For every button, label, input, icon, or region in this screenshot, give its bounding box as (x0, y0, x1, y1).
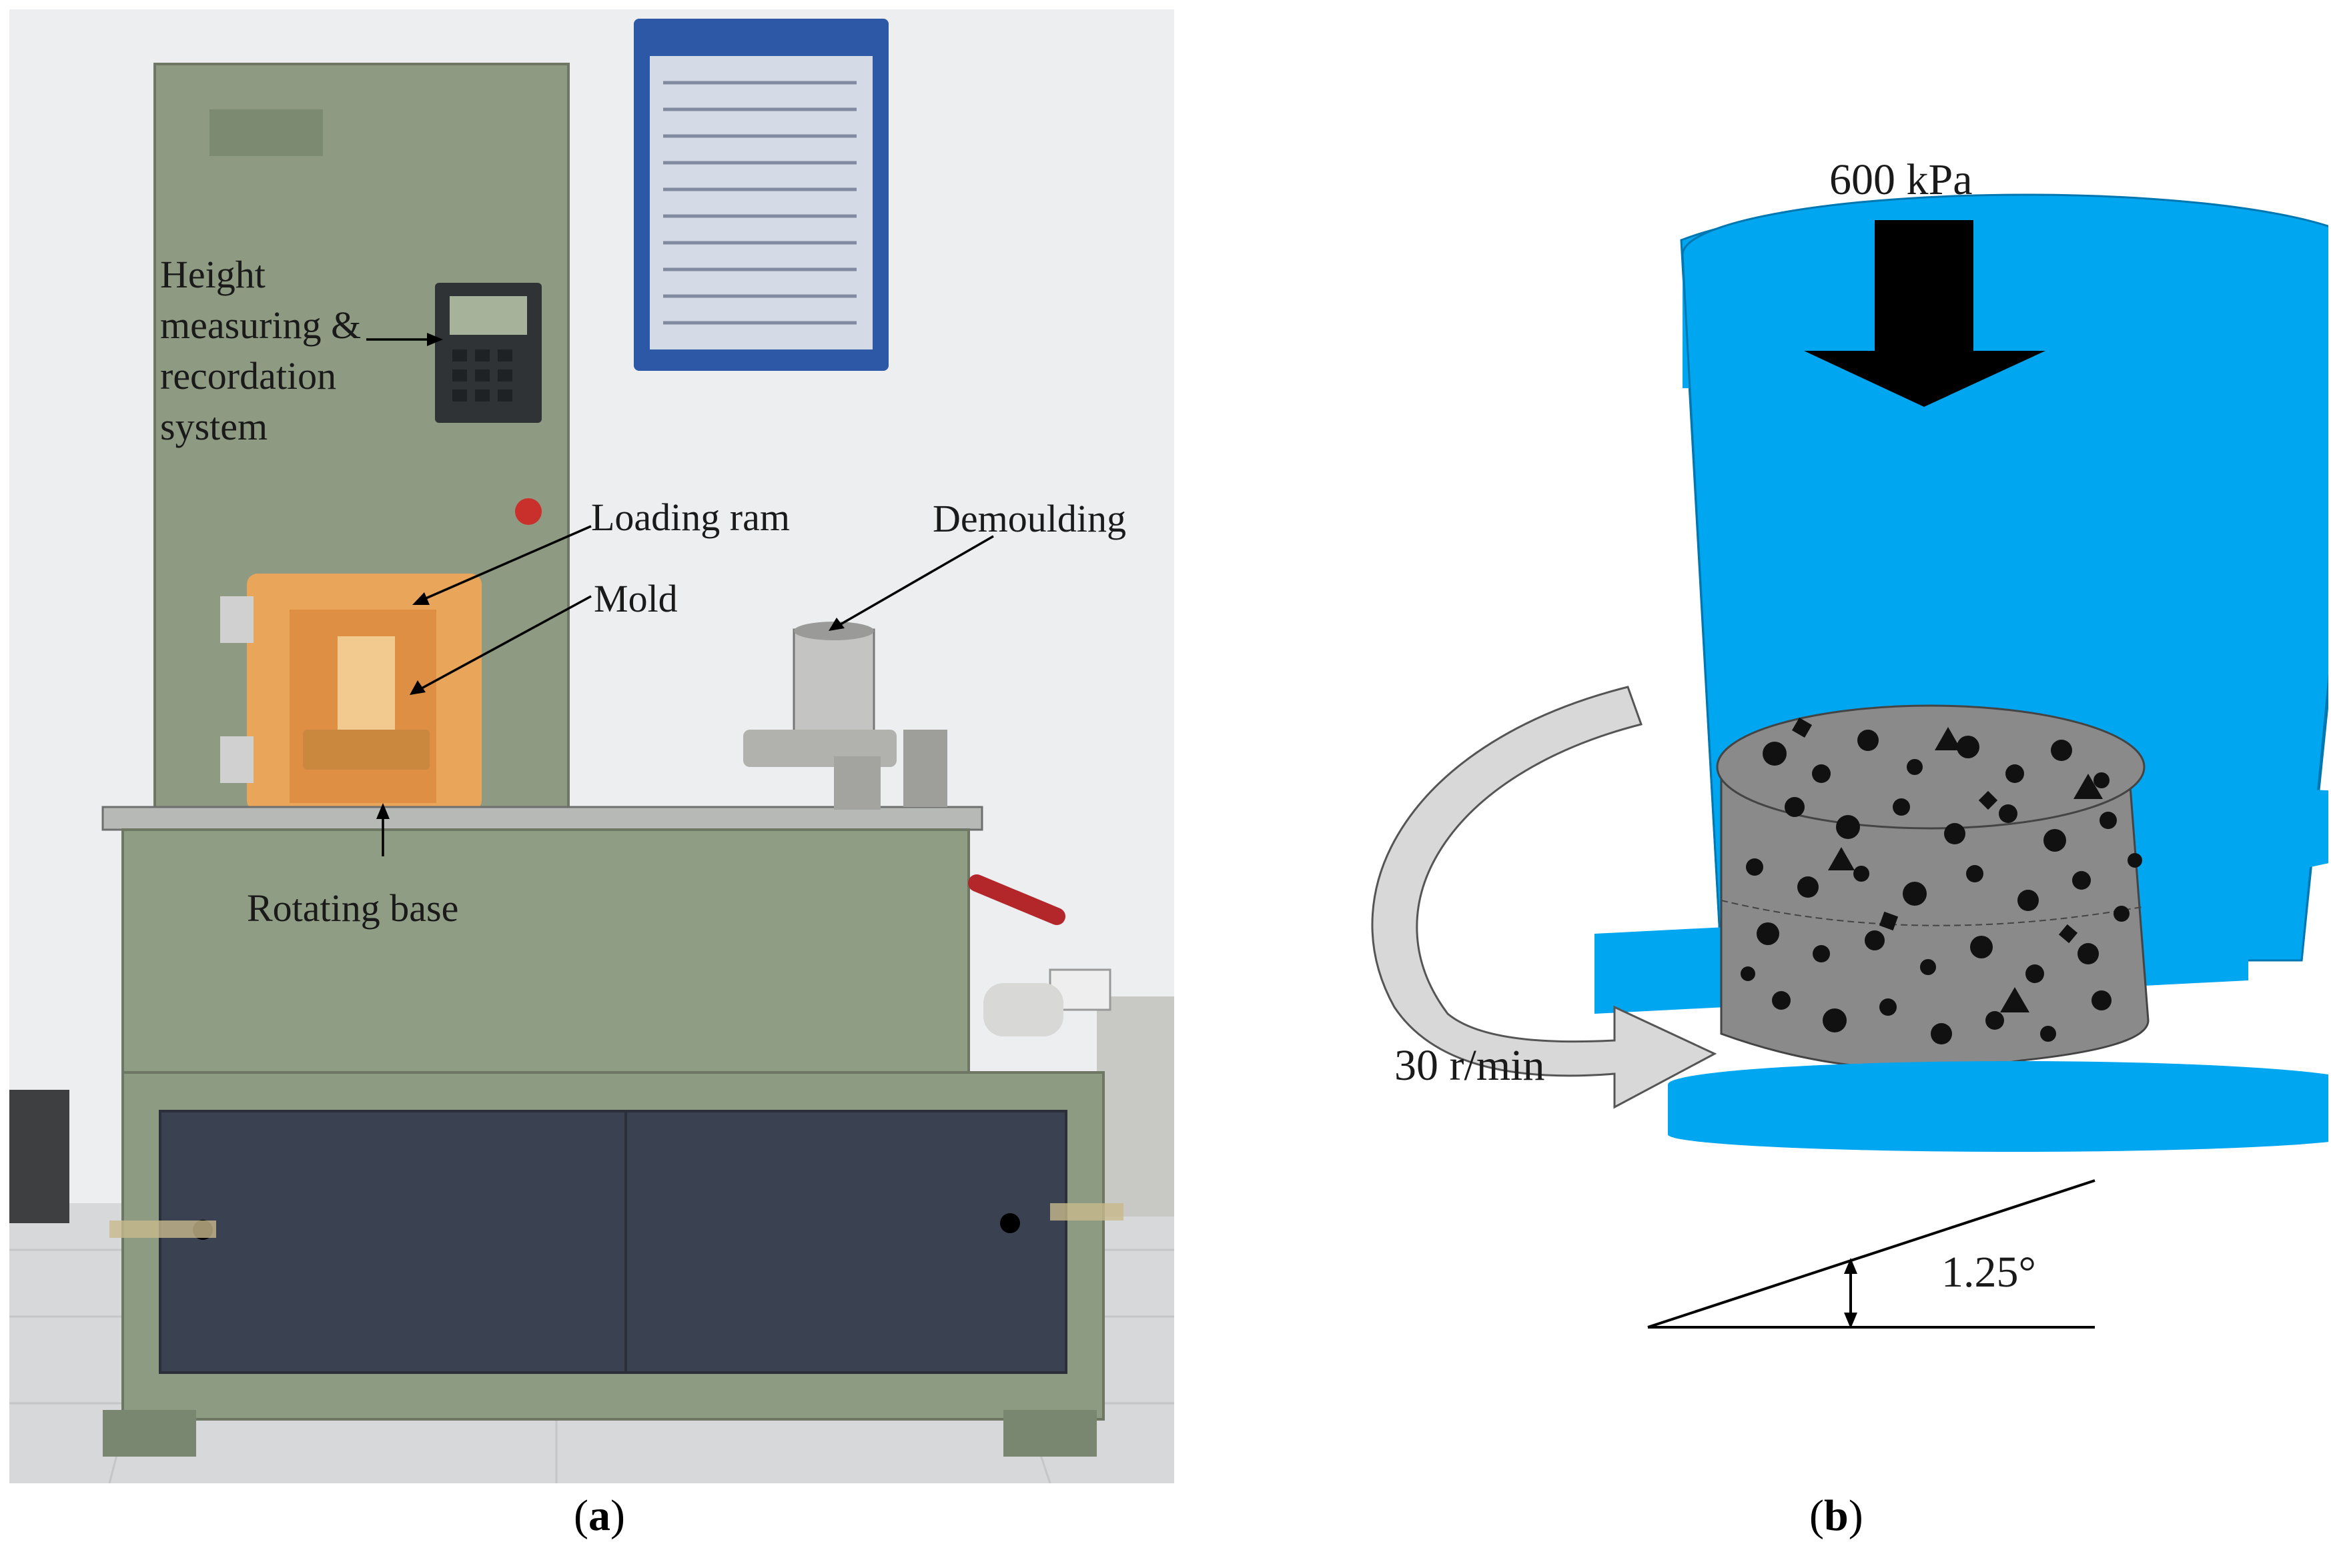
gyratory-compactor-photo (9, 9, 1174, 1484)
machine-base (121, 828, 970, 1074)
aggregate-particles (1741, 717, 2142, 1044)
gyratory-schematic (1371, 193, 2331, 1329)
cabinet-door-left (159, 1110, 635, 1374)
loading-ram-label: Loading ram (591, 496, 790, 539)
pressure-label: 600 kPa (1829, 155, 1973, 204)
angle-diagram (1647, 1179, 2095, 1329)
schematic-panel-b: 600 kPa 30 r/min 1.25° (1314, 100, 2331, 1367)
demoulding-label: Demoulding (933, 497, 1126, 540)
angle-label: 1.25° (1941, 1248, 2036, 1297)
height-system-label: Height measuring & recordation system (160, 253, 362, 448)
caption-a: (a) (574, 1491, 625, 1540)
red-button (515, 498, 542, 525)
speed-label: 30 r/min (1394, 1041, 1545, 1090)
annotation-arrows (366, 338, 994, 856)
force-arrow (1804, 220, 2045, 407)
rotation-arrow (1371, 686, 1717, 1109)
annotation-arrowheads (376, 333, 845, 819)
table-top (101, 806, 983, 831)
photo-panel-a: Height measuring & recordation system Lo… (9, 9, 1174, 1484)
cabinet-door-right (624, 1110, 1067, 1374)
caption-b: (b) (1809, 1491, 1863, 1540)
rotating-base-label: Rotating base (247, 886, 459, 930)
demoulding-device (793, 628, 875, 738)
mold-label: Mold (594, 577, 678, 620)
